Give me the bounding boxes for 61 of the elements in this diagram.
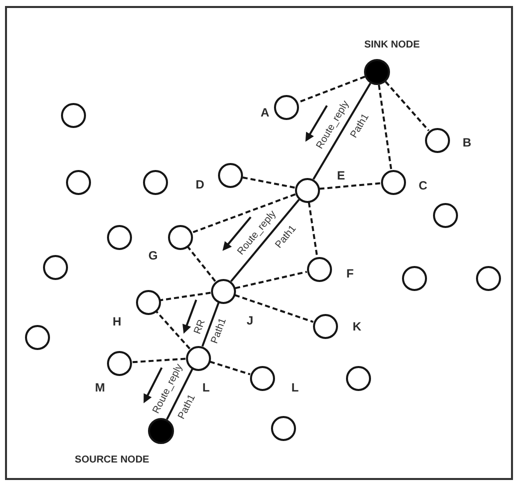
dashed-connector <box>378 84 392 170</box>
sensor-node <box>106 350 132 376</box>
node-label: B <box>462 136 472 150</box>
sensor-node <box>432 202 458 228</box>
sensor-node <box>306 256 332 282</box>
connector-line <box>166 368 194 420</box>
node-label: F <box>346 267 354 281</box>
dashed-connector <box>156 310 190 350</box>
dashed-connector <box>234 270 308 290</box>
dashed-connector <box>308 202 318 257</box>
node-label: H <box>112 315 122 329</box>
node-label: G <box>148 249 158 263</box>
node-label: K <box>352 320 362 334</box>
node-label: SOURCE NODE <box>74 454 150 466</box>
edge-label: Path1 <box>208 316 229 346</box>
dashed-connector <box>131 358 186 364</box>
dashed-connector <box>242 176 295 189</box>
node-label: C <box>418 179 428 193</box>
dashed-connector <box>319 182 381 190</box>
connector-line <box>230 198 300 282</box>
dashed-connector <box>210 360 250 376</box>
sensor-node <box>106 224 132 250</box>
sensor-node <box>364 59 390 85</box>
sensor-node <box>148 418 174 444</box>
node-label: L <box>291 381 299 395</box>
connector-line <box>201 302 220 347</box>
sensor-node <box>24 324 50 350</box>
node-label: A <box>260 106 270 120</box>
dashed-connector <box>384 81 430 132</box>
sensor-node <box>476 266 500 290</box>
sensor-node <box>270 416 296 440</box>
sensor-node <box>42 254 68 280</box>
dashed-connector <box>191 193 296 234</box>
sensor-node <box>402 266 426 290</box>
node-label: J <box>246 314 254 328</box>
sensor-node <box>186 346 210 370</box>
node-label: M <box>95 381 105 395</box>
direction-label: RR <box>192 317 208 336</box>
sensor-node <box>142 170 168 194</box>
sensor-node <box>380 170 406 194</box>
sensor-node <box>60 102 86 128</box>
node-label: D <box>196 178 204 192</box>
sensor-node <box>274 94 298 120</box>
node-label: L <box>202 381 210 395</box>
dashed-connector <box>234 294 314 323</box>
connector-line <box>312 82 372 180</box>
sensor-node <box>218 162 242 188</box>
sensor-node <box>250 366 274 390</box>
sensor-node <box>294 178 320 202</box>
sensor-node <box>312 314 338 338</box>
sensor-node <box>136 290 160 314</box>
sensor-node <box>168 224 192 250</box>
node-label: E <box>337 169 345 183</box>
dashed-connector <box>297 76 366 104</box>
sensor-node <box>66 170 90 194</box>
sensor-node <box>210 278 236 304</box>
node-label: SINK NODE <box>364 40 420 50</box>
sensor-node <box>424 128 450 152</box>
dashed-connector <box>187 246 216 282</box>
sensor-node <box>346 366 370 390</box>
dashed-connector <box>160 292 211 302</box>
